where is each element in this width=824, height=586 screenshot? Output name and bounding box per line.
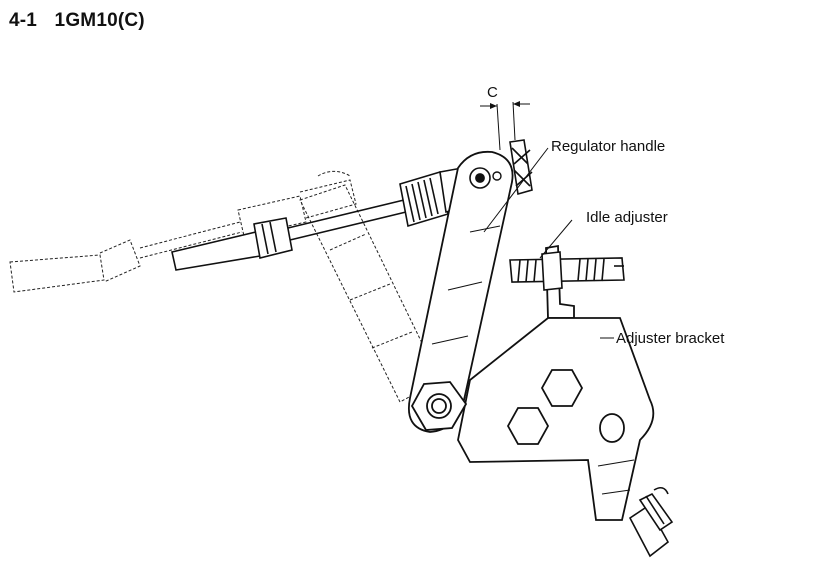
leader-lines xyxy=(483,147,614,339)
adjuster-bracket-label: Adjuster bracket xyxy=(616,330,725,347)
stop-screw xyxy=(628,486,674,558)
clearance-label: C xyxy=(487,84,498,101)
idle-adjuster-screw xyxy=(509,251,625,291)
idle-adjuster-label: Idle adjuster xyxy=(586,209,668,226)
regulator-handle-label: Regulator handle xyxy=(551,138,665,155)
ghost-position-outline xyxy=(9,170,441,403)
section-number: 4-1 xyxy=(9,10,38,31)
section-heading: 4-1 1GM10(C) xyxy=(9,10,145,32)
throttle-cable xyxy=(171,167,469,271)
adjuster-bracket xyxy=(457,244,655,521)
lever-pivot-nut xyxy=(410,381,468,431)
engine-model: 1GM10(C) xyxy=(54,10,145,31)
clearance-stop xyxy=(480,101,533,196)
